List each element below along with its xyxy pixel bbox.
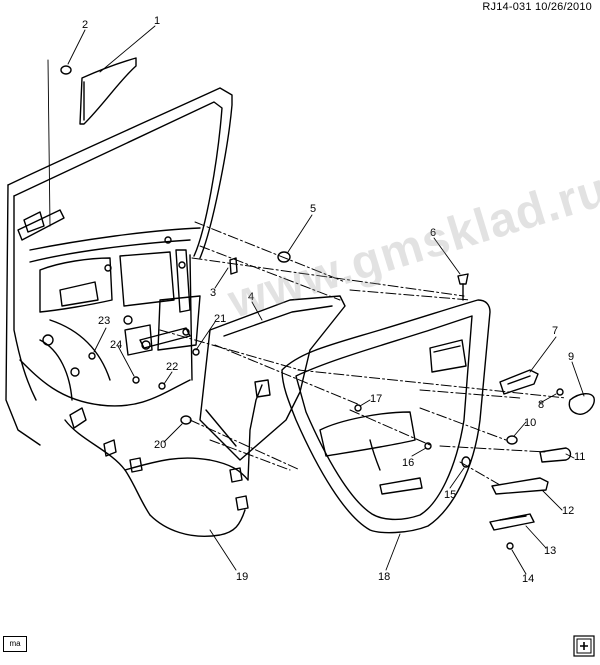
part-23-clip (88, 352, 96, 360)
callout-7: 7 (552, 325, 558, 337)
assembly-lines (159, 221, 567, 486)
callout-4: 4 (248, 291, 254, 303)
callout-labels: 1 2 3 4 5 6 7 8 9 10 11 12 13 14 15 16 1… (82, 15, 585, 585)
part-18-trim-panel (281, 299, 491, 534)
part-10-bushing (506, 435, 518, 445)
callout-15: 15 (444, 489, 456, 501)
part-7-handle (499, 369, 539, 395)
part-11-cap (539, 447, 572, 463)
part-2-cap (60, 65, 72, 75)
callout-16: 16 (402, 457, 414, 469)
part-1-trim (79, 57, 137, 125)
part-3-clip (229, 257, 238, 275)
diagram-code: RJ14-031 (482, 1, 532, 13)
callout-14: 14 (522, 573, 534, 585)
callout-22: 22 (166, 361, 178, 373)
part-9-bezel (568, 393, 595, 415)
callout-2: 2 (82, 19, 88, 31)
diagram-header: RJ14-031 10/26/2010 (482, 1, 592, 13)
callout-10: 10 (524, 417, 536, 429)
part-22-fastener (158, 382, 166, 390)
corner-tag: ma (3, 636, 27, 652)
callout-9: 9 (568, 351, 574, 363)
door-frame (5, 87, 233, 446)
part-8-screw (556, 388, 564, 396)
callout-19: 19 (236, 571, 248, 583)
diagram-date: 10/26/2010 (534, 1, 592, 13)
callout-6: 6 (430, 227, 436, 239)
part-14-screw (506, 542, 514, 550)
part-12-pull-handle (491, 477, 549, 495)
callout-1: 1 (154, 15, 160, 27)
callout-24: 24 (110, 339, 122, 351)
callout-13: 13 (544, 545, 556, 557)
callout-5: 5 (310, 203, 316, 215)
callout-8: 8 (538, 399, 544, 411)
callout-18: 18 (378, 571, 390, 583)
part-17-fastener (354, 404, 362, 412)
part-19-harness (64, 379, 271, 537)
callout-17: 17 (370, 393, 382, 405)
callout-20: 20 (154, 439, 166, 451)
callout-3: 3 (210, 287, 216, 299)
callout-12: 12 (562, 505, 574, 517)
brand-logo-icon (573, 635, 595, 657)
part-20-grommet (180, 415, 192, 425)
callout-21: 21 (214, 313, 226, 325)
leader-lines (47, 25, 585, 575)
part-15-clip (461, 456, 471, 468)
part-6-fastener (457, 273, 469, 301)
part-5-grommet (277, 251, 291, 263)
window-regulator (139, 249, 191, 350)
part-24-clip (132, 376, 140, 384)
callout-23: 23 (98, 315, 110, 327)
callout-11: 11 (574, 451, 585, 463)
part-16-fastener (424, 442, 432, 450)
part-13-bracket (489, 513, 535, 531)
part-21-clip (192, 348, 200, 356)
